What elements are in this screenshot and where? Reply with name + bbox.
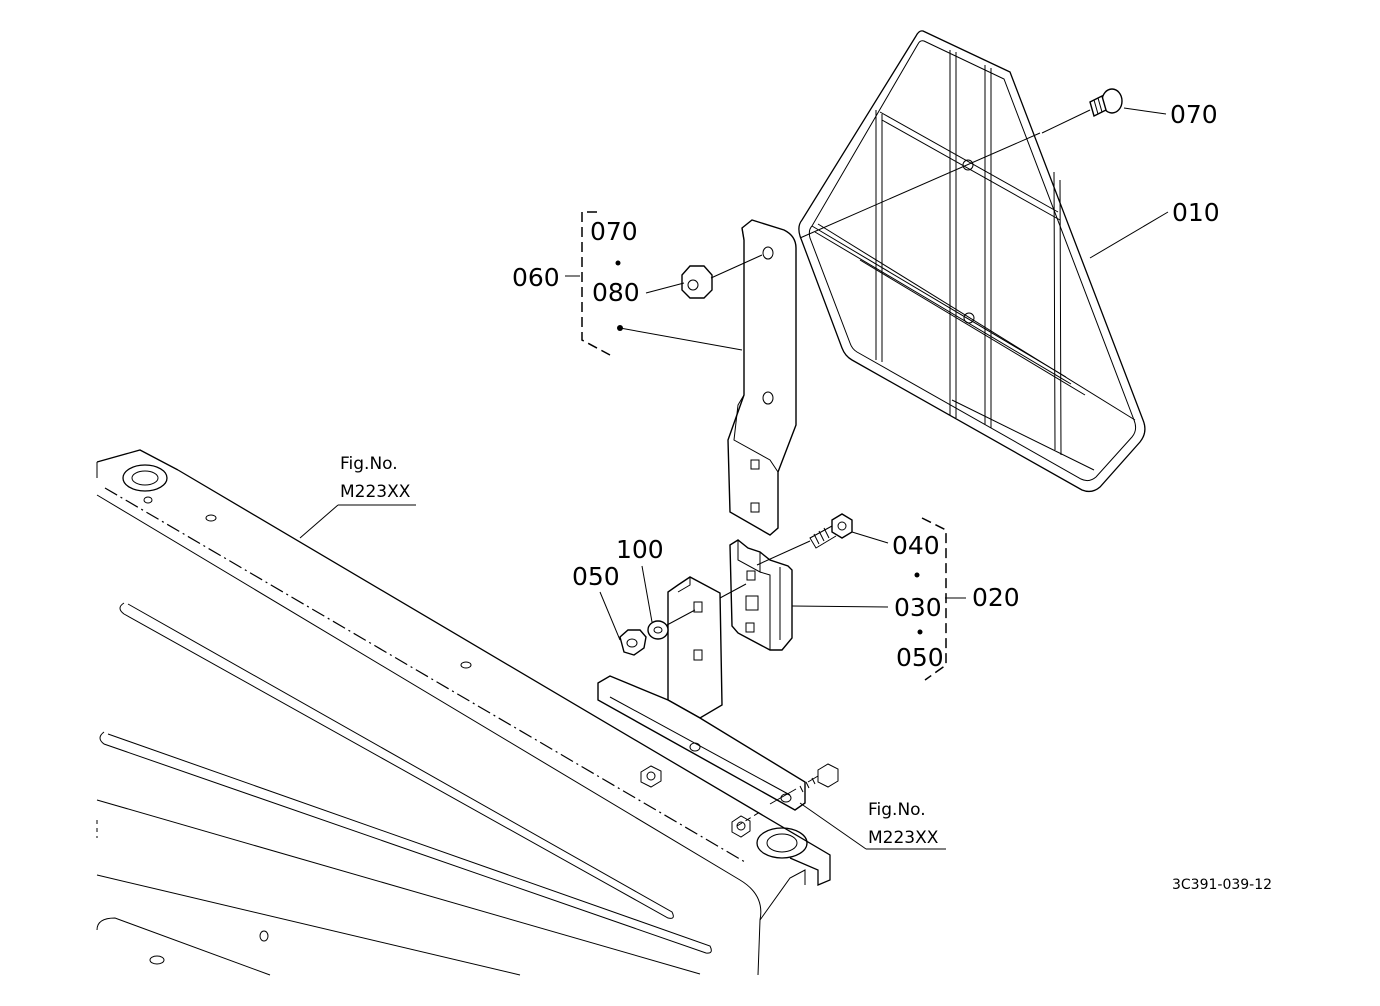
label-100: 100 xyxy=(616,535,664,564)
group-bracket-060 xyxy=(581,211,623,356)
label-070-group: 070 xyxy=(590,217,638,246)
fig-ref-2-number: M223XX xyxy=(868,828,939,848)
leader-lines xyxy=(299,107,1169,850)
stay-bracket-060 xyxy=(727,219,797,536)
label-030: 030 xyxy=(894,593,942,622)
label-040: 040 xyxy=(892,531,940,560)
label-050-left: 050 xyxy=(572,562,620,591)
screw-070 xyxy=(1089,88,1123,118)
label-050-group: 050 xyxy=(896,643,944,672)
nut-080 xyxy=(681,254,763,299)
base-frame xyxy=(96,449,831,976)
mount-bracket xyxy=(597,576,839,827)
drawing-code: 3C391-039-12 xyxy=(1172,877,1272,893)
label-080: 080 xyxy=(592,278,640,307)
smv-sign-010 xyxy=(798,30,1146,493)
label-060: 060 xyxy=(512,263,560,292)
nut-050-washer-100 xyxy=(619,609,696,656)
fig-ref-2-title: Fig.No. xyxy=(868,800,926,820)
clamp-030 xyxy=(719,539,793,651)
fig-ref-1-title: Fig.No. xyxy=(340,454,398,474)
fig-ref-1-number: M223XX xyxy=(340,482,411,502)
label-070-top: 070 xyxy=(1170,100,1218,129)
group-bracket-020 xyxy=(914,517,947,681)
label-010: 010 xyxy=(1172,198,1220,227)
label-020: 020 xyxy=(972,583,1020,612)
